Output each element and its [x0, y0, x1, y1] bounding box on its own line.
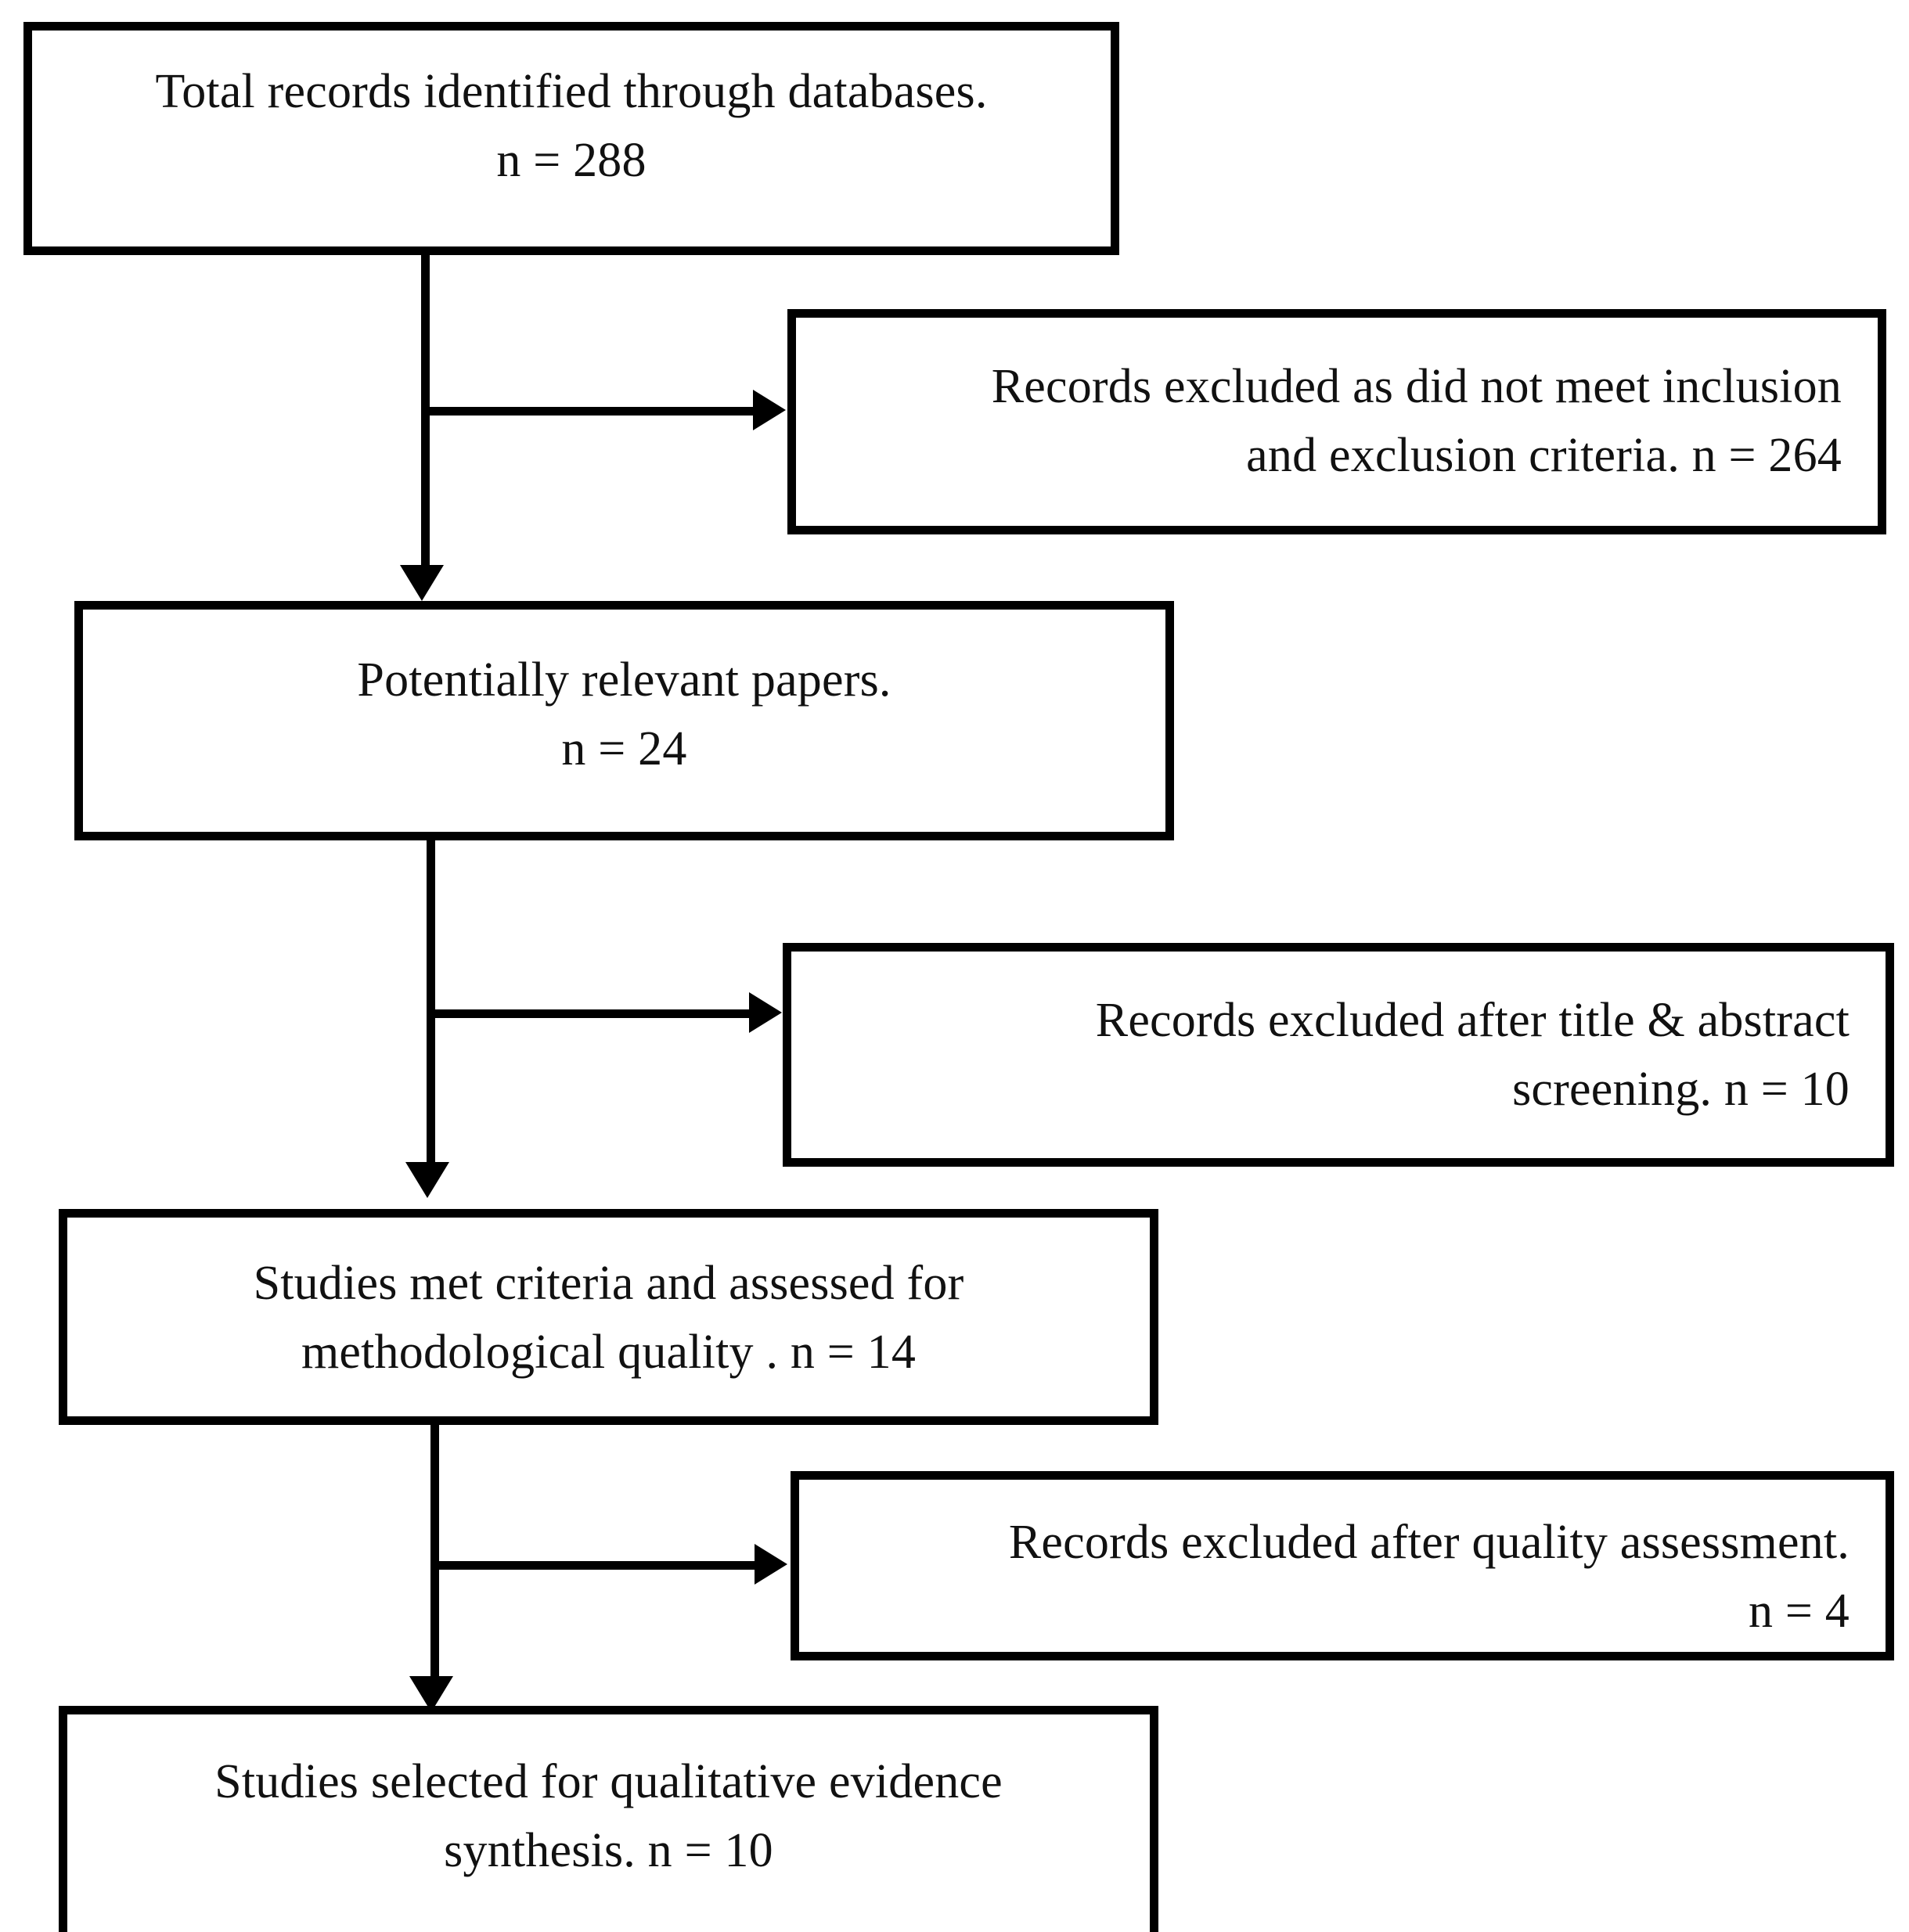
- arrow-right-icon-assessed-to-excluded-3: [755, 1544, 787, 1585]
- flow-node-potentially-relevant-papers: Potentially relevant papers. n = 24: [74, 601, 1174, 840]
- node-line-count: n = 24: [561, 722, 687, 776]
- connector-line-assessed-to-synthesis: [430, 1425, 439, 1679]
- flow-node-records-excluded-quality-assessment: Records excluded after quality assessmen…: [791, 1471, 1894, 1660]
- flow-node-total-records-identified: Total records identified through databas…: [23, 22, 1119, 255]
- flow-node-studies-selected-qualitative-synthesis: Studies selected for qualitative evidenc…: [59, 1706, 1158, 1932]
- node-line-count: n = 4: [1749, 1585, 1850, 1639]
- node-line-count: synthesis. n = 10: [444, 1824, 773, 1878]
- arrow-down-icon-identified-to-relevant: [400, 565, 444, 601]
- connector-line-assessed-to-excluded-3: [430, 1561, 759, 1570]
- connector-line-relevant-to-excluded-2: [427, 1009, 754, 1018]
- node-line-count: screening. n = 10: [1512, 1063, 1850, 1117]
- connector-line-identified-to-excluded-1: [421, 407, 758, 416]
- arrow-right-icon-relevant-to-excluded-2: [749, 992, 782, 1033]
- node-line-primary: Total records identified through databas…: [155, 65, 988, 118]
- node-line-count: methodological quality . n = 14: [301, 1326, 917, 1380]
- node-line-primary: Records excluded after title & abstract: [1095, 994, 1850, 1047]
- node-line-primary: Potentially relevant papers.: [357, 653, 891, 707]
- node-line-primary: Studies selected for qualitative evidenc…: [214, 1755, 1003, 1808]
- node-line-primary: Studies met criteria and assessed for: [253, 1257, 964, 1310]
- arrow-right-icon-identified-to-excluded-1: [753, 390, 786, 430]
- arrow-down-icon-relevant-to-assessed: [405, 1162, 449, 1198]
- flow-node-studies-assessed-methodological-quality: Studies met criteria and assessed for me…: [59, 1209, 1158, 1425]
- node-line-count: n = 288: [496, 134, 647, 188]
- node-line-count: and exclusion criteria. n = 264: [1246, 429, 1842, 483]
- connector-line-relevant-to-assessed: [427, 840, 435, 1165]
- flow-node-records-excluded-title-abstract: Records excluded after title & abstract …: [783, 943, 1894, 1167]
- node-line-primary: Records excluded as did not meet inclusi…: [991, 360, 1842, 413]
- flow-node-records-excluded-inclusion-criteria: Records excluded as did not meet inclusi…: [787, 309, 1886, 534]
- arrow-down-icon-assessed-to-synthesis: [409, 1676, 453, 1712]
- node-line-primary: Records excluded after quality assessmen…: [1008, 1516, 1850, 1569]
